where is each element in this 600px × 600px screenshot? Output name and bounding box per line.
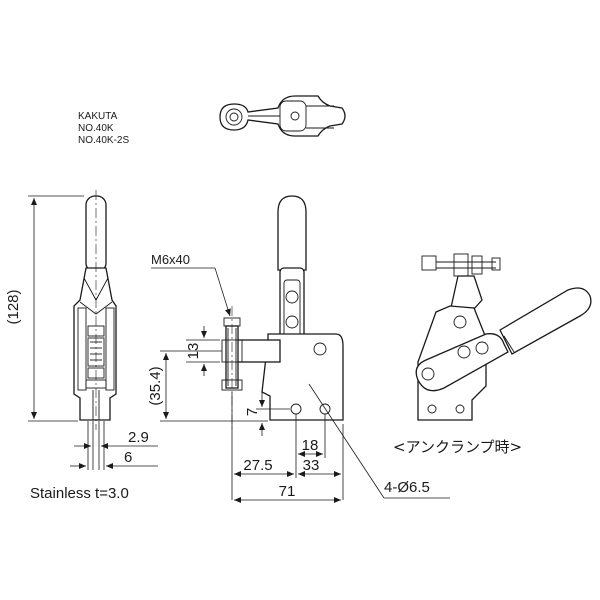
- front-view-dims: M6x40 13 (35.4) 7 18 27.5 33 71 4-Ø6.5: [147, 252, 450, 503]
- model-label-2: NO.40K-2S: [78, 135, 129, 146]
- dim-33: 33: [303, 457, 320, 474]
- unclamp-label: <アンクランプ時>: [393, 438, 522, 456]
- dim-total-height: (128): [5, 289, 22, 324]
- dim-71: 71: [279, 483, 296, 500]
- side-view: [73, 190, 117, 430]
- bolt-label: M6x40: [151, 252, 190, 267]
- unclamp-view: [415, 253, 592, 421]
- material-note: Stainless t=3.0: [30, 485, 129, 502]
- model-label-1: NO.40K: [78, 123, 114, 134]
- top-view: [219, 95, 346, 137]
- dim-2-9: 2.9: [128, 429, 149, 446]
- dim-holes: 4-Ø6.5: [384, 479, 430, 496]
- dim-27-5: 27.5: [243, 457, 272, 474]
- front-view: [221, 195, 344, 430]
- dim-35-4: (35.4): [147, 366, 164, 405]
- dim-18: 18: [302, 437, 319, 454]
- dim-6: 6: [124, 449, 132, 466]
- maker-label: KAKUTA: [78, 111, 118, 122]
- title-block: KAKUTA NO.40K NO.40K-2S: [78, 111, 129, 146]
- dim-7: 7: [244, 408, 261, 416]
- side-view-dims: (128) 2.9 6: [5, 195, 158, 470]
